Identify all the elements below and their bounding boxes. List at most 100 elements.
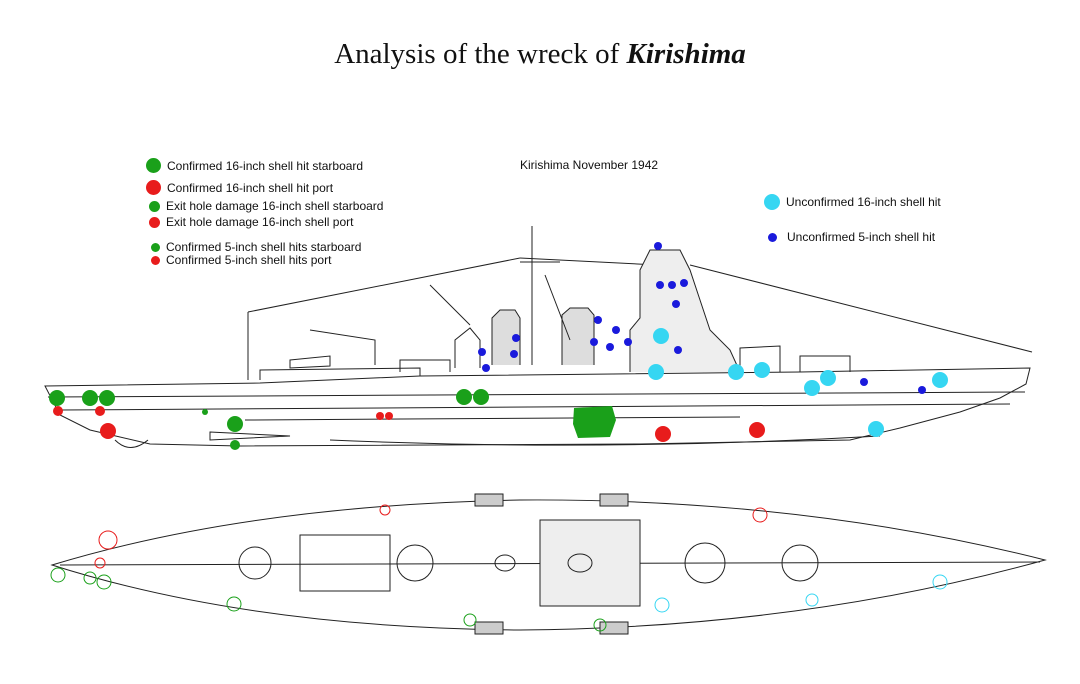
legend-item-confirmed-5-port: Confirmed 5-inch shell hits port xyxy=(151,253,331,267)
hit-confirmed-16-starboard xyxy=(473,389,489,405)
hit-unconfirmed-5 xyxy=(624,338,632,346)
diagram-subtitle: Kirishima November 1942 xyxy=(520,158,659,172)
legend-item-confirmed-16-port: Confirmed 16-inch shell hit port xyxy=(146,180,333,195)
turret-2 xyxy=(396,544,434,582)
rigging-wire xyxy=(519,257,659,266)
hit-large-damage-area xyxy=(573,406,616,438)
legend-label: Confirmed 16-inch shell hit port xyxy=(167,180,334,195)
legend-item-confirmed-16-starboard: Confirmed 16-inch shell hit starboard xyxy=(146,158,363,173)
hit-confirmed-16-port xyxy=(749,422,765,438)
forward-turret-2 xyxy=(799,355,851,372)
bilge-keel xyxy=(329,435,881,446)
hit-confirmed-16-starboard xyxy=(82,390,98,406)
aircraft-deck xyxy=(299,534,391,592)
hit-confirmed-16-port xyxy=(100,423,116,439)
hit-unconfirmed-5 xyxy=(594,316,602,324)
hit-unconfirmed-5 xyxy=(668,281,676,289)
funnel-top-1 xyxy=(494,554,516,572)
legend-item-unconfirmed-5: Unconfirmed 5-inch shell hit xyxy=(768,230,935,244)
armor-belt xyxy=(244,416,741,421)
boat xyxy=(474,493,504,507)
hit-5-starboard xyxy=(230,440,240,450)
title-prefix: Analysis of the wreck of xyxy=(334,38,627,70)
top-view xyxy=(50,493,1047,635)
hit-outline-starboard xyxy=(96,574,112,590)
rudder xyxy=(209,431,291,441)
hit-unconfirmed-16 xyxy=(804,380,820,396)
legend-label: Confirmed 5-inch shell hits starboard xyxy=(166,240,362,254)
hit-unconfirmed-5 xyxy=(672,300,680,308)
central-superstructure xyxy=(539,519,641,607)
hit-unconfirmed-5 xyxy=(918,386,926,394)
waterline xyxy=(59,403,1011,411)
hit-confirmed-16-starboard xyxy=(99,390,115,406)
hit-5-starboard xyxy=(202,409,208,415)
hit-unconfirmed-5 xyxy=(680,279,688,287)
legend-label: Unconfirmed 16-inch shell hit xyxy=(786,195,941,209)
title-ship-name: Kirishima xyxy=(626,38,746,70)
hit-outline-starboard xyxy=(226,596,242,612)
hit-markers-top xyxy=(50,504,948,632)
hit-unconfirmed-5 xyxy=(606,343,614,351)
legend-item-unconfirmed-16: Unconfirmed 16-inch shell hit xyxy=(764,194,941,210)
propeller xyxy=(114,439,149,448)
forward-turret xyxy=(739,345,781,372)
hit-confirmed-16-starboard xyxy=(49,390,65,406)
legend-marker xyxy=(764,194,780,210)
turret-3 xyxy=(684,542,726,584)
hit-outline-port xyxy=(379,504,391,516)
boat xyxy=(599,621,629,635)
aft-deckhouse xyxy=(259,367,421,380)
legend-item-confirmed-5-starboard: Confirmed 5-inch shell hits starboard xyxy=(151,240,361,254)
legend-marker xyxy=(768,232,777,242)
hit-unconfirmed-5 xyxy=(482,364,490,372)
hit-unconfirmed-5 xyxy=(512,334,520,342)
hit-confirmed-16-port xyxy=(655,426,671,442)
hit-unconfirmed-16 xyxy=(754,362,770,378)
legend-item-exit-16-port: Exit hole damage 16-inch shell port xyxy=(149,215,353,229)
hit-outline-starboard xyxy=(463,613,477,627)
boat xyxy=(599,493,629,507)
aft-turret xyxy=(399,359,451,372)
hit-confirmed-16-starboard xyxy=(227,416,243,432)
hit-unconfirmed-16 xyxy=(868,421,884,437)
hit-unconfirmed-5 xyxy=(510,350,518,358)
hit-unconfirmed-5 xyxy=(656,281,664,289)
turret-4 xyxy=(781,544,819,582)
legend-marker xyxy=(146,158,161,173)
hit-5-port xyxy=(376,412,384,420)
hit-outline-port xyxy=(752,507,768,523)
crane-boom xyxy=(544,274,571,341)
legend-marker xyxy=(149,200,160,212)
hit-unconfirmed-5 xyxy=(674,346,682,354)
legend-label: Unconfirmed 5-inch shell hit xyxy=(787,230,936,244)
funnel-top-2 xyxy=(567,553,593,573)
hit-markers-side xyxy=(49,242,948,450)
hit-unconfirmed-16 xyxy=(728,364,744,380)
hit-5-port xyxy=(385,412,393,420)
hit-unconfirmed-16 xyxy=(932,372,948,388)
rigging-wire xyxy=(429,284,471,326)
legend-marker xyxy=(146,180,161,195)
legend-marker xyxy=(151,242,160,252)
side-profile xyxy=(44,226,1033,448)
rigging-wire xyxy=(247,257,521,313)
hit-unconfirmed-5 xyxy=(654,242,662,250)
hit-outline-starboard xyxy=(83,571,97,585)
legend-marker xyxy=(151,255,160,265)
rigging-wire xyxy=(689,264,1033,353)
legend-item-exit-16-starboard: Exit hole damage 16-inch shell starboard xyxy=(149,199,383,213)
aft-tower xyxy=(454,327,481,368)
hit-unconfirmed-5 xyxy=(612,326,620,334)
hit-outline-unconfirmed xyxy=(932,574,948,590)
forward-tower xyxy=(629,249,741,373)
deck-outline xyxy=(50,499,1047,631)
hit-outline-starboard xyxy=(593,618,607,632)
hit-unconfirmed-5 xyxy=(860,378,868,386)
turret-1 xyxy=(238,546,272,580)
hit-outline-unconfirmed xyxy=(805,593,819,607)
legend-label: Confirmed 16-inch shell hit starboard xyxy=(167,158,364,173)
hit-outline-port xyxy=(94,557,106,569)
hit-unconfirmed-16 xyxy=(653,328,669,344)
